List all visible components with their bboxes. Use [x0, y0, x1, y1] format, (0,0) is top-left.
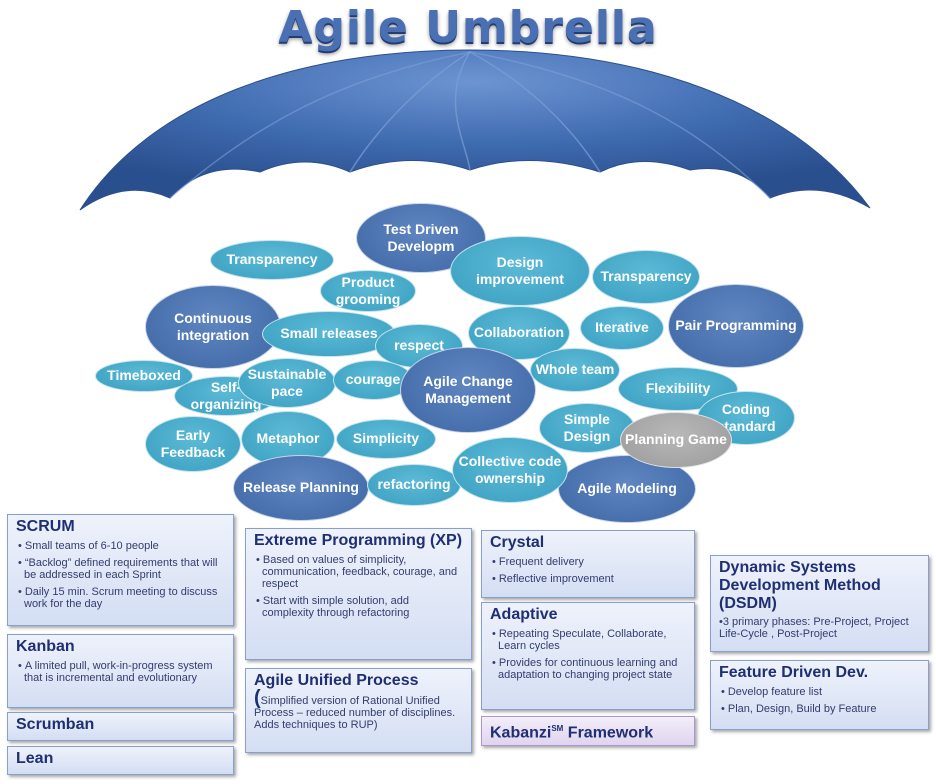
list-item: A limited pull, work-in-progress system … — [16, 660, 225, 684]
canopy-rib — [469, 51, 771, 199]
box-aup-title: Agile Unified Process — [254, 672, 419, 689]
bubble-release-planning: Release Planning — [233, 455, 369, 521]
box-dsdm: Dynamic Systems Development Method (DSDM… — [710, 555, 929, 652]
list-item: Small teams of 6-10 people — [16, 540, 225, 552]
bubble-early-feedback: Early Feedback — [145, 416, 241, 472]
box-aup: Agile Unified Process (Simplified versio… — [245, 668, 472, 753]
list-item: Repeating Speculate, Collaborate, Learn … — [490, 628, 686, 652]
bubble-iterative: Iterative — [580, 306, 664, 350]
canopy-shape — [79, 49, 871, 211]
box-scrum: SCRUM Small teams of 6-10 people “Backlo… — [7, 514, 234, 626]
bubble-continuous-integration: Continuous integration — [145, 285, 281, 369]
list-item: Daily 15 min. Scrum meeting to discuss w… — [16, 586, 225, 610]
list-item: Frequent delivery — [490, 556, 686, 568]
page-title: Agile Umbrella — [278, 2, 658, 53]
bubble-transparency-left: Transparency — [210, 240, 334, 280]
box-scrumban-title: Scrumban — [16, 716, 95, 733]
canopy-rib — [454, 51, 471, 171]
bubble-simplicity: Simplicity — [336, 419, 436, 459]
box-adaptive: Adaptive Repeating Speculate, Collaborat… — [481, 602, 695, 710]
bubble-small-releases: Small releases — [262, 311, 396, 357]
list-item: Start with simple solution, add complexi… — [254, 595, 463, 619]
bubble-pair-programming: Pair Programming — [668, 284, 804, 368]
box-adaptive-title: Adaptive — [490, 606, 558, 623]
box-fdd-list: Develop feature list Plan, Design, Build… — [719, 686, 920, 715]
box-xp-list: Based on values of simplicity, communica… — [254, 554, 463, 619]
kabanzi-suffix: Framework — [563, 724, 654, 742]
list-item: Based on values of simplicity, communica… — [254, 554, 463, 590]
box-scrum-list: Small teams of 6-10 people “Backlog” def… — [16, 540, 225, 610]
list-item: Develop feature list — [719, 686, 920, 698]
list-item: Plan, Design, Build by Feature — [719, 703, 920, 715]
box-lean-title: Lean — [16, 750, 54, 767]
box-adaptive-list: Repeating Speculate, Collaborate, Learn … — [490, 628, 686, 681]
box-xp: Extreme Programming (XP) Based on values… — [245, 528, 472, 660]
kabanzi-name: Kabanzi — [490, 724, 552, 742]
box-fdd-title: Feature Driven Dev. — [719, 664, 869, 681]
list-item: “Backlog” defined requirements that will… — [16, 557, 225, 581]
bubble-product-grooming: Product grooming — [320, 270, 416, 312]
box-aup-paren: ( — [254, 687, 261, 709]
box-dsdm-description: •3 primary phases: Pre-Project, Project … — [719, 616, 909, 640]
bubble-collective-code-ownership: Collective code ownership — [452, 437, 568, 503]
bubble-sustainable-pace: Sustainable pace — [238, 358, 336, 408]
box-scrumban: Scrumban — [7, 712, 234, 741]
box-kanban-list: A limited pull, work-in-progress system … — [16, 660, 225, 684]
list-item: Provides for continuous learning and ada… — [490, 657, 686, 681]
bubble-agile-modeling: Agile Modeling — [558, 455, 696, 523]
bubble-flexibility: Flexibility — [618, 367, 738, 411]
bubble-transparency-right: Transparency — [592, 250, 700, 304]
canopy-rib — [349, 51, 471, 173]
box-aup-desc-text: Simplified version of Rational Unified P… — [254, 695, 456, 731]
box-lean: Lean — [7, 746, 234, 775]
bubble-agile-change-management: Agile Change Management — [400, 347, 536, 433]
canopy-rib — [169, 51, 471, 199]
bubble-courage: courage — [333, 360, 413, 400]
bubble-simple-design: Simple Design — [539, 403, 635, 453]
list-item: Reflective improvement — [490, 573, 686, 585]
box-scrum-title: SCRUM — [16, 518, 75, 535]
box-dsdm-title: Dynamic Systems Development Method (DSDM… — [719, 559, 881, 612]
box-crystal: Crystal Frequent delivery Reflective imp… — [481, 530, 695, 598]
box-kabanzi: KabanziSM Framework — [481, 716, 695, 746]
box-kabanzi-title: KabanziSM Framework — [490, 720, 686, 742]
bubble-timeboxed: Timeboxed — [95, 360, 193, 392]
box-crystal-list: Frequent delivery Reflective improvement — [490, 556, 686, 585]
box-aup-description: (Simplified version of Rational Unified … — [254, 688, 463, 731]
canopy-rib — [469, 51, 601, 173]
kabanzi-service-mark: SM — [551, 724, 564, 733]
box-xp-title: Extreme Programming (XP) — [254, 532, 463, 549]
bubble-planning-game: Planning Game — [620, 412, 732, 468]
bubble-whole-team: Whole team — [530, 348, 620, 392]
box-kanban: Kanban A limited pull, work-in-progress … — [7, 634, 234, 708]
box-fdd: Feature Driven Dev. Develop feature list… — [710, 660, 929, 730]
box-kanban-title: Kanban — [16, 638, 75, 655]
bubble-design-improvement: Design improvement — [450, 236, 590, 306]
bubble-refactoring: refactoring — [367, 464, 461, 506]
box-crystal-title: Crystal — [490, 534, 545, 551]
